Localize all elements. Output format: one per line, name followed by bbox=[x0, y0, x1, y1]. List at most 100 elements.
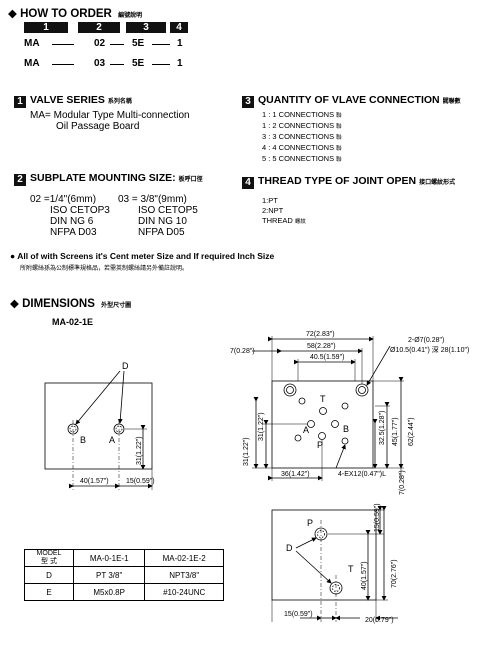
front-label-p: P bbox=[307, 518, 313, 528]
dimensions-title-cjk: 外型尺寸圖 bbox=[101, 303, 132, 309]
dim-15-vertical: 15(0.59") bbox=[374, 503, 381, 532]
screw-hole bbox=[294, 434, 302, 442]
section-number-badge: 2 bbox=[14, 174, 26, 186]
size-note-cjk: 所附螺絲孫為公制標準規格品，若需英制螺絲請另外備註說明。 bbox=[20, 266, 189, 272]
table-cell: PT 3/8" bbox=[72, 566, 146, 584]
section-title: SUBPLATE MOUNTING SIZE: bbox=[30, 172, 176, 184]
table-row: E M5x0.8P #10-24UNC bbox=[24, 583, 224, 601]
port-p-circle bbox=[318, 432, 326, 440]
dim-40-vertical: 40(1.57") bbox=[361, 561, 368, 590]
dim-70: 70(2.76") bbox=[391, 559, 398, 588]
port-t-circle bbox=[319, 407, 327, 415]
dim-7-bottom: 7(0.28") bbox=[399, 470, 406, 495]
mounting-hole bbox=[283, 383, 297, 397]
label-b: B bbox=[80, 435, 86, 445]
table-header-cell: MA-02-1E-2 bbox=[144, 549, 224, 567]
table-row: D PT 3/8" NPT3/8" bbox=[24, 566, 224, 584]
section-mounting-size-heading: 2 SUBPLATE MOUNTING SIZE:板呼口徑 bbox=[14, 172, 203, 186]
dim-72: 72(2.83") bbox=[306, 331, 335, 338]
dim-15-horizontal: 15(0.59") bbox=[284, 611, 313, 618]
size-note: ● All of with Screens it's Cent meter Si… bbox=[10, 251, 274, 261]
screw-hole bbox=[341, 402, 349, 410]
size-note-text: All of with Screens it's Cent meter Size… bbox=[17, 251, 275, 261]
plan-label-b: B bbox=[343, 424, 349, 434]
section-number-badge: 4 bbox=[242, 177, 254, 189]
table-cell: D bbox=[24, 566, 74, 584]
label-d: D bbox=[122, 361, 129, 371]
example-quantity: 5E bbox=[132, 58, 145, 69]
plan-label-p: P bbox=[317, 440, 323, 450]
example-thread: 1 bbox=[177, 58, 183, 69]
front-label-t: T bbox=[348, 564, 354, 574]
valve-series-line-1: MA= Modular Type Multi-connection bbox=[30, 110, 190, 121]
diamond-icon: ◆ bbox=[10, 298, 19, 310]
how-to-order-heading: ◆ HOW TO ORDER 編號說明 bbox=[8, 6, 142, 20]
dim-31-outer: 31(1.22") bbox=[243, 437, 250, 466]
bullet-icon: ● bbox=[10, 251, 16, 261]
note-mounting-holes: 2-Ø7(0.28") bbox=[408, 337, 444, 344]
port-b-circle bbox=[331, 420, 339, 428]
dim-45: 45(1.77") bbox=[392, 417, 399, 446]
section-title-cjk: 接口螺紋形式 bbox=[419, 180, 456, 186]
index-cell-3: 3 bbox=[126, 22, 166, 33]
section-number-badge: 3 bbox=[242, 96, 254, 108]
side-view-drawing bbox=[44, 370, 153, 490]
port-a-thread bbox=[115, 425, 123, 433]
dim-58: 58(2.28") bbox=[307, 343, 336, 350]
index-cell-2: 2 bbox=[78, 22, 120, 33]
dim-31: 31(1.22") bbox=[136, 436, 143, 465]
example-size: 02 bbox=[94, 38, 106, 49]
section-title-cjk: 板呼口徑 bbox=[178, 177, 203, 183]
plan-label-t: T bbox=[320, 394, 326, 404]
index-cell-1: 1 bbox=[24, 22, 68, 33]
note-counterbore: Ø10.5(0.41") 深 28(1.10") bbox=[390, 345, 469, 354]
dim-20: 20(0.79") bbox=[365, 617, 394, 624]
separator-dash bbox=[152, 44, 170, 45]
leader-line bbox=[117, 370, 125, 424]
dim-40-5: 40.5(1.59") bbox=[310, 354, 344, 361]
leader-line bbox=[295, 550, 332, 584]
section-number-badge: 1 bbox=[14, 96, 26, 108]
section-title: THREAD TYPE OF JOINT OPEN bbox=[258, 175, 417, 187]
screw-hole bbox=[341, 437, 349, 445]
mounting-size-column-02: 02 =1/4"(6mm) ISO CETOP3 DIN NG 6 NFPA D… bbox=[30, 194, 110, 238]
label-a: A bbox=[109, 435, 115, 445]
table-cell: M5x0.8P bbox=[72, 583, 146, 601]
section-title-cjk: 系列名稱 bbox=[107, 99, 132, 105]
table-cell: #10-24UNC bbox=[144, 583, 224, 601]
front-label-d: D bbox=[286, 543, 293, 553]
dim-62: 62(2.44") bbox=[408, 417, 415, 446]
separator-dash bbox=[52, 64, 74, 65]
table-cell: NPT3/8" bbox=[144, 566, 224, 584]
example-series: MA bbox=[24, 58, 40, 69]
example-series: MA bbox=[24, 38, 40, 49]
table-cell: E bbox=[24, 583, 74, 601]
example-size: 03 bbox=[94, 58, 106, 69]
plan-view-drawing bbox=[252, 336, 404, 481]
mounting-hole bbox=[355, 383, 369, 397]
leader-line bbox=[75, 370, 121, 425]
note-ex-thread: 4-EX12(0.47")L bbox=[338, 471, 386, 478]
section-title-cjk: 閥聯數 bbox=[442, 99, 461, 105]
dim-31-inner: 31(1.22") bbox=[258, 412, 265, 441]
mounting-size-column-03: 03 = 3/8"(9mm) ISO CETOP5 DIN NG 10 NFPA… bbox=[118, 194, 198, 238]
port-b-thread bbox=[69, 425, 77, 433]
separator-dash bbox=[110, 44, 124, 45]
section-title: VALVE SERIES bbox=[30, 94, 105, 106]
dim-40: 40(1.57") bbox=[80, 478, 109, 485]
dim-7-top: 7(0.28") bbox=[230, 348, 255, 355]
dim-15: 15(0.59") bbox=[126, 478, 155, 485]
table-header-row: MODEL 型 式 MA-0-1E-1 MA-02-1E-2 bbox=[24, 549, 224, 567]
diamond-icon: ◆ bbox=[8, 8, 17, 20]
front-view-drawing bbox=[271, 506, 398, 622]
thread-item: 2:NPT bbox=[262, 206, 284, 215]
model-spec-table: MODEL 型 式 MA-0-1E-1 MA-02-1E-2 D PT 3/8"… bbox=[24, 549, 224, 601]
